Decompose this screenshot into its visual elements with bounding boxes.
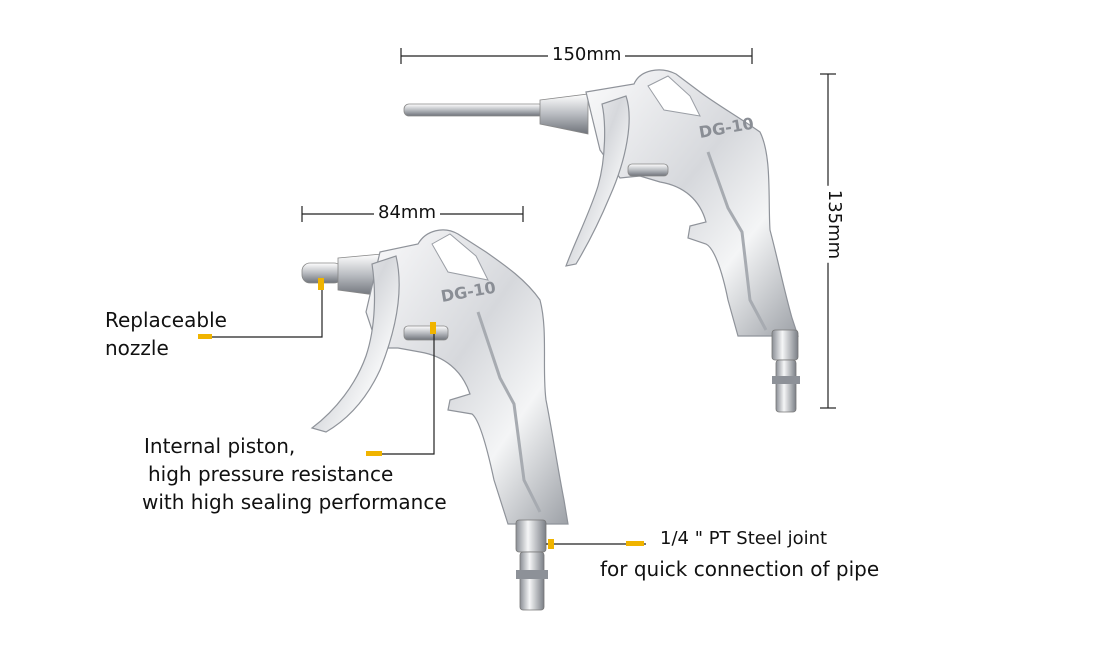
piston-label-line3: with high sealing performance	[142, 490, 447, 514]
front-gun-handle-window	[431, 233, 489, 281]
top-gun-grip-groove	[706, 151, 768, 331]
top-gun-handle-window	[647, 75, 701, 117]
long-nozzle-rod	[403, 103, 545, 117]
dim-150-label: 150mm	[548, 44, 626, 65]
joint-marker	[626, 541, 644, 546]
nozzle-point-marker	[318, 278, 324, 290]
piston-leader	[368, 326, 435, 455]
front-gun-body	[365, 229, 569, 525]
front-gun-piston	[403, 325, 449, 341]
joint-label-line1: 1/4 " PT Steel joint	[660, 528, 828, 549]
piston-label-line1: Internal piston,	[144, 434, 296, 458]
long-nozzle-fitting	[539, 93, 589, 135]
short-nozzle-blow-gun: DG-10	[301, 229, 569, 611]
dim-84-label: 84mm	[374, 202, 440, 223]
piston-point-marker	[430, 322, 436, 334]
top-gun-piston	[627, 163, 669, 177]
front-gun-grip-groove	[476, 311, 542, 513]
piston-label-line2: high pressure resistance	[148, 462, 394, 486]
nozzle-marker	[198, 334, 212, 339]
joint-label-line2: for quick connection of pipe	[600, 557, 880, 581]
callout-markers	[198, 278, 644, 549]
top-gun-joint-nut	[771, 329, 799, 361]
nozzle-leader	[200, 286, 323, 338]
front-gun-joint-ring	[516, 570, 548, 579]
joint-point-marker	[548, 539, 554, 549]
nozzle-label-line2: nozzle	[105, 336, 169, 360]
front-gun-joint-nut	[515, 519, 547, 553]
top-gun-trigger	[565, 95, 630, 267]
nozzle-label-line1: Replaceable	[105, 308, 227, 332]
long-nozzle-blow-gun: DG-10	[403, 69, 800, 413]
top-gun-joint-ring	[772, 376, 800, 384]
dim-135-label: 135mm	[824, 185, 846, 264]
front-gun-trigger	[310, 255, 400, 433]
piston-marker	[366, 451, 382, 456]
front-gun-joint-plug	[519, 551, 545, 611]
top-gun-joint-plug	[775, 359, 797, 413]
